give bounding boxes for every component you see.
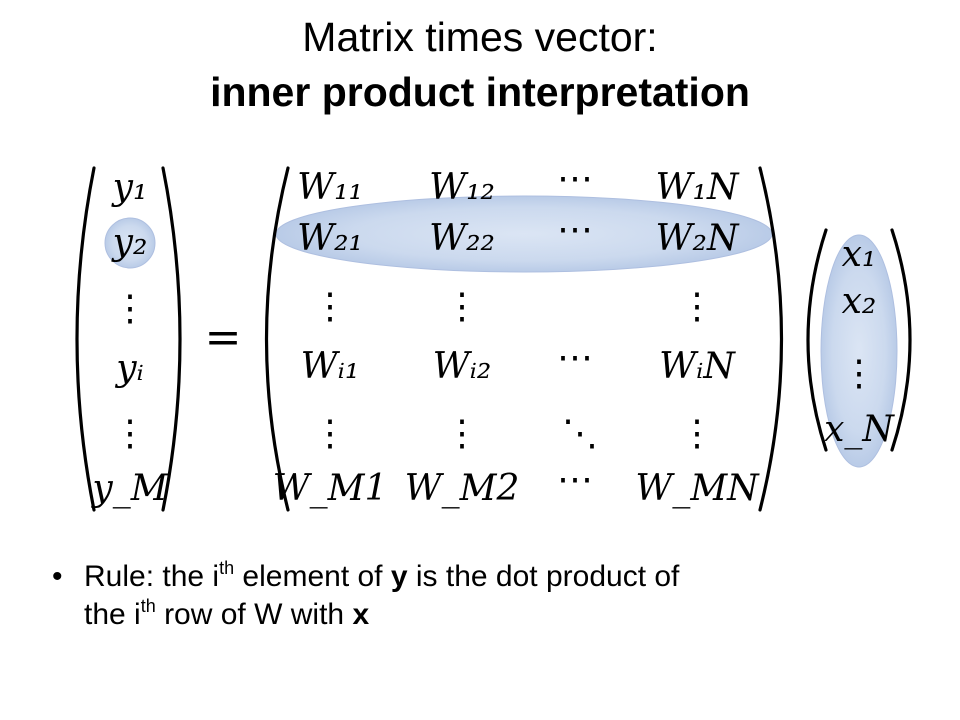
w-entry-r6c2: W_M2	[405, 468, 520, 509]
rule-line-1: Rule: the ith element of y is the dot pr…	[84, 558, 924, 596]
x-entry-4: x_N	[824, 409, 895, 450]
w-entry-r3c1: ⋮	[312, 286, 348, 327]
w-entry-r3c2: ⋮	[444, 286, 480, 327]
title-line-1: Matrix times vector:	[302, 14, 658, 60]
w-entry-r2c4: W₂N	[656, 218, 740, 259]
w-entry-r6c4: W_MN	[635, 468, 760, 509]
y-entry-5: ⋮	[112, 413, 148, 454]
slide-title: Matrix times vector: inner product inter…	[0, 10, 960, 120]
rule-line-2: the ith row of W with x	[84, 596, 924, 634]
w-entry-r5c3: ⋱	[562, 413, 598, 454]
w-left-paren	[264, 166, 290, 512]
rule-superscript: th	[219, 558, 235, 578]
x-entry-1: x₁	[842, 234, 877, 275]
w-entry-r6c3: ⋯	[557, 459, 593, 500]
rule-text: Rule: the ith element of y is the dot pr…	[84, 558, 924, 634]
w-entry-r1c4: W₁N	[656, 167, 740, 208]
w-entry-r4c2: Wᵢ₂	[433, 346, 492, 387]
w-entry-r3c4: ⋮	[679, 286, 715, 327]
w-entry-r1c2: W₁₂	[429, 167, 495, 208]
x-entry-3: ⋮	[841, 353, 877, 394]
rule-superscript: th	[140, 596, 156, 616]
w-entry-r2c2: W₂₂	[429, 218, 495, 259]
bullet-dot: •	[52, 560, 63, 593]
w-entry-r5c1: ⋮	[312, 413, 348, 454]
y-entry-3: ⋮	[112, 288, 148, 329]
y-entry-2: y₂	[111, 222, 148, 263]
y-entry-1: y₁	[111, 167, 148, 208]
y-left-paren	[75, 166, 96, 512]
y-entry-4: yᵢ	[114, 348, 144, 389]
y-right-paren	[161, 166, 182, 512]
w-entry-r2c1: W₂₁	[297, 218, 363, 259]
w-entry-r6c1: W_M1	[273, 468, 388, 509]
rule-text-part: is the dot product of	[407, 560, 680, 593]
w-entry-r1c1: W₁₁	[297, 167, 363, 208]
x-right-paren	[890, 228, 912, 452]
rule-text-part: the i	[84, 598, 141, 631]
x-left-paren	[806, 228, 828, 452]
rule-text-part: element of	[234, 560, 391, 593]
x-entry-2: x₂	[842, 281, 877, 322]
w-entry-r4c4: WᵢN	[659, 346, 736, 387]
w-entry-r1c3: ⋯	[557, 158, 593, 199]
y2-highlight	[104, 217, 156, 269]
w-right-paren	[758, 166, 784, 512]
rule-bold-x: x	[352, 598, 370, 631]
rule-bold-y: y	[390, 560, 408, 593]
w-entry-r4c1: Wᵢ₁	[301, 346, 360, 387]
w-entry-r5c4: ⋮	[679, 413, 715, 454]
y-entry-6: y_M	[90, 468, 168, 509]
rule-text-part: row of W with	[155, 598, 353, 631]
rule-text-part: Rule: the i	[84, 560, 220, 593]
x-vector-highlight	[820, 234, 898, 468]
w-entry-r4c3: ⋯	[557, 337, 593, 378]
w-entry-r5c2: ⋮	[444, 413, 480, 454]
w-entry-r2c3: ⋯	[557, 209, 593, 250]
title-line-2: inner product interpretation	[210, 69, 750, 115]
equals-sign: =	[205, 312, 242, 363]
